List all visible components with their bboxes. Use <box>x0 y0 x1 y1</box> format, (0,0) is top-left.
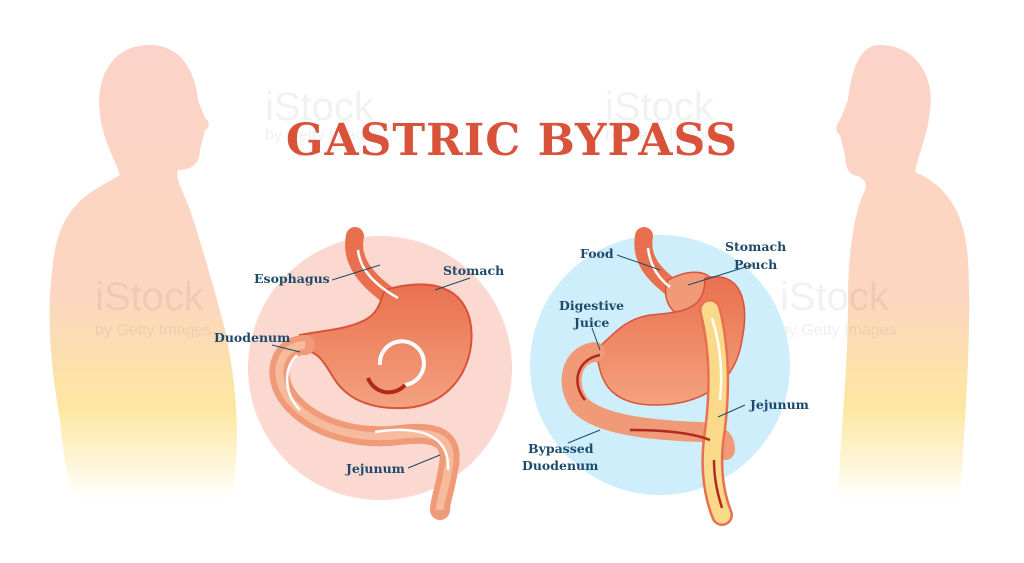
page-title: GASTRIC BYPASS <box>286 115 738 166</box>
normal-anatomy-illustration <box>248 227 512 520</box>
svg-text:iStock: iStock <box>265 85 375 129</box>
label-bypassed-duodenum-line2: Duodenum <box>522 458 598 473</box>
label-stomach-pouch-line2: Pouch <box>734 257 777 272</box>
svg-text:by Getty Images: by Getty Images <box>95 322 212 339</box>
churn-arrow-red <box>366 377 407 395</box>
person-silhouette-before <box>49 45 237 500</box>
label-stomach: Stomach <box>443 263 504 278</box>
label-jejunum: Jejunum <box>345 461 405 476</box>
label-digestive-juice-line2: Juice <box>573 315 609 330</box>
label-bypassed-duodenum-line1: Bypassed <box>528 441 594 456</box>
bypass-anatomy-illustration <box>530 227 790 526</box>
svg-text:by Getty Images: by Getty Images <box>780 322 897 339</box>
food-flow-arrow <box>356 249 399 300</box>
svg-text:by Getty Images: by Getty Images <box>605 127 722 144</box>
label-jejunum-after: Jejunum <box>749 397 809 412</box>
label-stomach-pouch-line1: Stomach <box>725 239 786 254</box>
watermark: iStock by Getty Images iStock by Getty I… <box>95 85 897 339</box>
svg-text:iStock: iStock <box>95 275 205 319</box>
jejunum-limb <box>701 301 731 524</box>
svg-text:by Getty Images: by Getty Images <box>265 127 382 144</box>
person-silhouette-after <box>836 45 970 500</box>
label-digestive-juice-line1: Digestive <box>559 298 624 313</box>
label-food: Food <box>580 246 614 261</box>
label-esophagus: Esophagus <box>254 271 330 286</box>
churn-arrow-white <box>377 339 426 387</box>
svg-text:iStock: iStock <box>780 275 890 319</box>
label-duodenum: Duodenum <box>214 330 290 345</box>
svg-text:iStock: iStock <box>605 85 715 129</box>
